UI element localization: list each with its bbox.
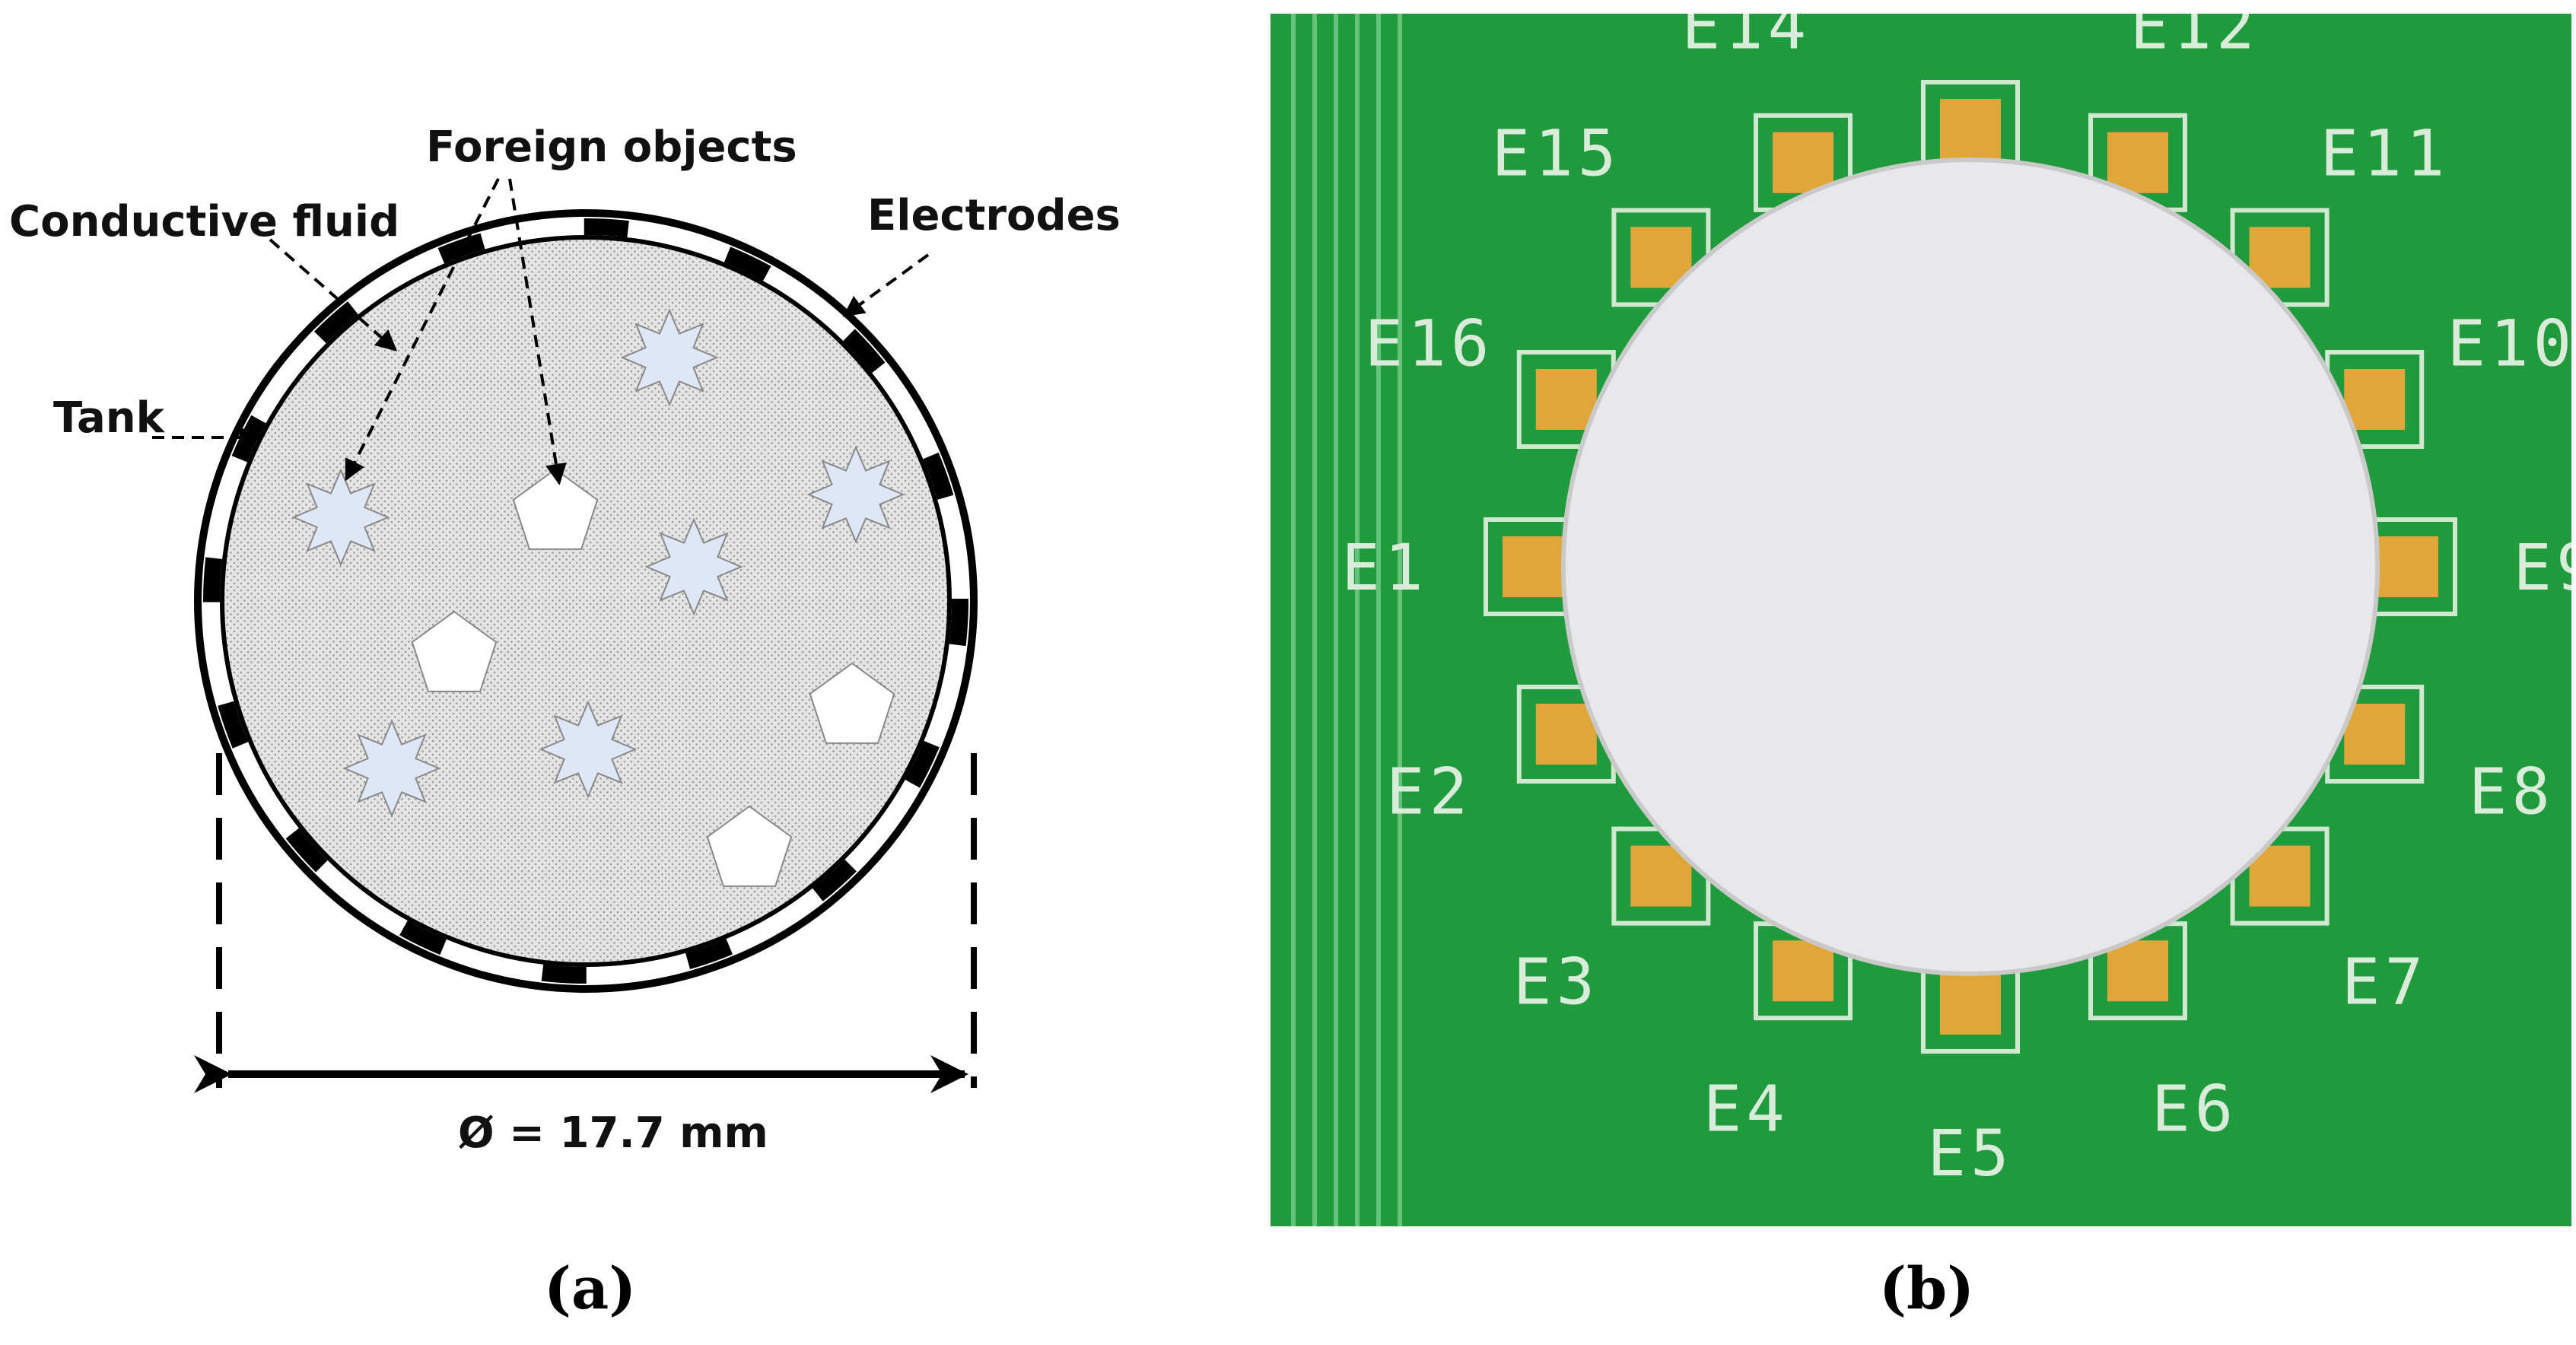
tank-top-disc — [1561, 157, 2380, 976]
foreign-object-pentagon — [809, 662, 895, 744]
foreign-objects — [291, 308, 905, 887]
foreign-object-star — [539, 700, 638, 799]
electrode-pad — [1773, 132, 1833, 193]
electrode-pad — [2344, 369, 2406, 430]
electrode-label-e3: E3 — [1513, 945, 1599, 1019]
electrode-label-e11: E11 — [2320, 116, 2450, 191]
electrode-label-e9: E9 — [2513, 530, 2576, 605]
electrode-label-e7: E7 — [2342, 945, 2428, 1019]
electrode-label-e12: E12 — [2130, 0, 2260, 64]
tank-inner-wall — [220, 235, 952, 967]
foreign-object-pentagon — [512, 468, 599, 550]
electrode-pad — [1535, 369, 1597, 430]
panel-a-diagram: Foreign objects Conductive fluid Electro… — [9, 122, 1121, 1322]
electrode-pad — [2107, 940, 2168, 1002]
electrode-pad — [1940, 974, 2001, 1035]
foreign-object-star — [806, 445, 905, 544]
electrode-pad — [1535, 704, 1597, 765]
foreign-object-star — [644, 517, 743, 616]
foreign-objects-arrow-2 — [508, 178, 567, 485]
electrode-label-e13: E13 — [1906, 0, 2035, 19]
electrode-pad — [1773, 940, 1833, 1002]
electrode-pads — [1484, 80, 2457, 1054]
electrode-label-e14: E14 — [1681, 0, 1811, 64]
electrode-ring — [203, 218, 968, 984]
electrode-label-e2: E2 — [1386, 755, 1472, 829]
electrode-pad — [1503, 536, 1563, 597]
electrode-pad — [1940, 99, 2001, 160]
electrode-pad — [2377, 536, 2438, 597]
conductive-fluid-arrow — [269, 238, 398, 351]
conductive-fluid-label: Conductive fluid — [9, 197, 399, 246]
tank-label: Tank — [53, 393, 166, 443]
electrode-label-e6: E6 — [2151, 1071, 2237, 1146]
electrode-label-e16: E16 — [1365, 306, 1494, 380]
electrode-pad — [2107, 132, 2168, 193]
electrodes-arrow — [842, 253, 930, 317]
pcb-traces — [1291, 14, 1402, 1226]
electrode-label-e10: E10 — [2447, 306, 2576, 380]
foreign-object-star — [620, 308, 719, 407]
foreign-object-star — [291, 468, 390, 567]
foreign-objects-label: Foreign objects — [426, 122, 797, 172]
electrode-label-e4: E4 — [1703, 1071, 1789, 1146]
panel-b-tag: (b) — [1879, 1254, 1974, 1322]
foreign-object-pentagon — [411, 610, 498, 692]
foreign-object-star — [342, 719, 441, 818]
foreign-objects-arrow-1 — [345, 178, 500, 482]
panel-a-tag: (a) — [544, 1254, 636, 1322]
electrode-label-e1: E1 — [1341, 530, 1427, 605]
electrodes-label: Electrodes — [867, 191, 1121, 240]
diameter-label: Ø = 17.7 mm — [458, 1108, 768, 1158]
electrode-label-e5: E5 — [1927, 1116, 2013, 1191]
foreign-object-pentagon — [706, 805, 793, 887]
electrode-label-e15: E15 — [1492, 116, 1621, 191]
electrode-label-e8: E8 — [2469, 755, 2555, 829]
electrode-pad — [2344, 704, 2406, 765]
